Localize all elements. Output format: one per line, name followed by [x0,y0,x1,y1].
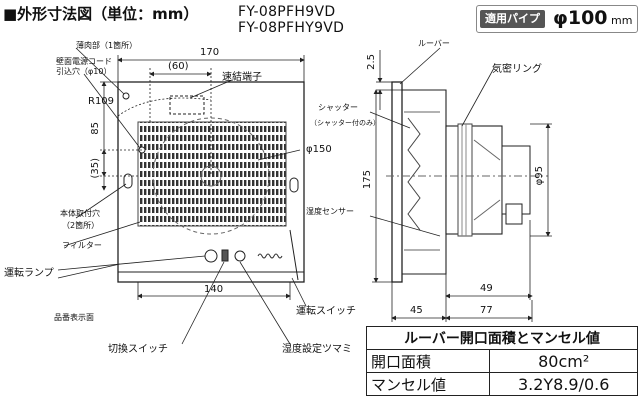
label-louver: ルーバー [418,39,450,48]
spec-row-name: 開口面積 [365,349,491,373]
spec-row-value: 80cm² [489,349,638,373]
label-mount-hole-2: （2箇所） [62,221,100,230]
dim-r109: R109 [88,96,115,107]
label-mount-hole-1: 本体取付穴 [60,209,100,218]
front-view [117,81,305,283]
terminal-box [169,95,205,115]
dim-d95: φ95 [534,166,545,186]
pipe-badge-value: φ100 [553,7,608,29]
label-run-lamp: 運転ランプ [4,268,54,279]
label-cord-hole-2: 引込穴（φ10） [56,67,112,76]
dim-49: 49 [480,283,493,294]
dim-d150: φ150 [306,144,332,155]
mount-hole-left [123,173,133,189]
spec-table-heading: ルーバー開口面積とマンセル値 [366,326,638,350]
dim-170: 170 [200,47,220,58]
select-switch-mark [221,249,229,262]
front-grill [137,121,287,227]
model-number-2: FY-08PFHY9VD [238,20,345,36]
label-thin-part: 薄肉部（1箇所） [76,41,138,50]
model-number-1: FY-08PFH9VD [238,4,336,20]
side-louver [391,81,403,283]
dim-175: 175 [362,170,373,190]
label-humidity-sensor: 湿度センサー [306,207,354,216]
label-humidity-knob: 湿度設定ツマミ [282,344,352,355]
dim-77: 77 [480,305,493,316]
motor [501,145,531,215]
label-cord-hole-1: 壁面電源コード [56,57,112,66]
spec-table: ルーバー開口面積とマンセル値 開口面積 80cm² マンセル値 3.2Y8.9/… [365,326,638,396]
pipe-body [445,125,503,235]
run-lamp-mark [204,249,218,263]
side-view [386,81,548,283]
pipe-badge: 適用パイプ φ100 mm [476,5,638,33]
pipe-badge-label: 適用パイプ [480,10,545,28]
label-airtight-ring: 気密リング [492,64,542,75]
spec-row-name: マンセル値 [365,372,491,396]
dim-2-5: 2.5 [366,54,377,70]
thin-part [122,92,130,100]
airtight-ring [457,123,473,237]
fan-outline [152,117,270,235]
label-select-switch: 切換スイッチ [108,344,168,355]
label-shutter-note: （シャッター付のみ） [310,119,380,127]
humidity-knob-mark [234,250,246,262]
label-shutter: シャッター [318,103,358,112]
mount-hole-right [289,177,299,193]
dim-45: 45 [410,305,423,316]
page-title: ■外形寸法図（単位：mm） [3,5,199,23]
pipe-badge-unit: mm [611,14,633,27]
dim-85: 85 [90,122,101,135]
spec-row-value: 3.2Y8.9/0.6 [489,372,638,396]
label-filter: フィルター [62,241,102,250]
dim-60: (60) [168,61,189,72]
dim-140: 140 [204,284,224,295]
label-product-label: 品番表示面 [54,313,94,322]
label-run-switch: 運転スイッチ [296,306,356,317]
label-terminal: 速結端子 [222,72,262,83]
dim-35: (35) [90,158,101,179]
